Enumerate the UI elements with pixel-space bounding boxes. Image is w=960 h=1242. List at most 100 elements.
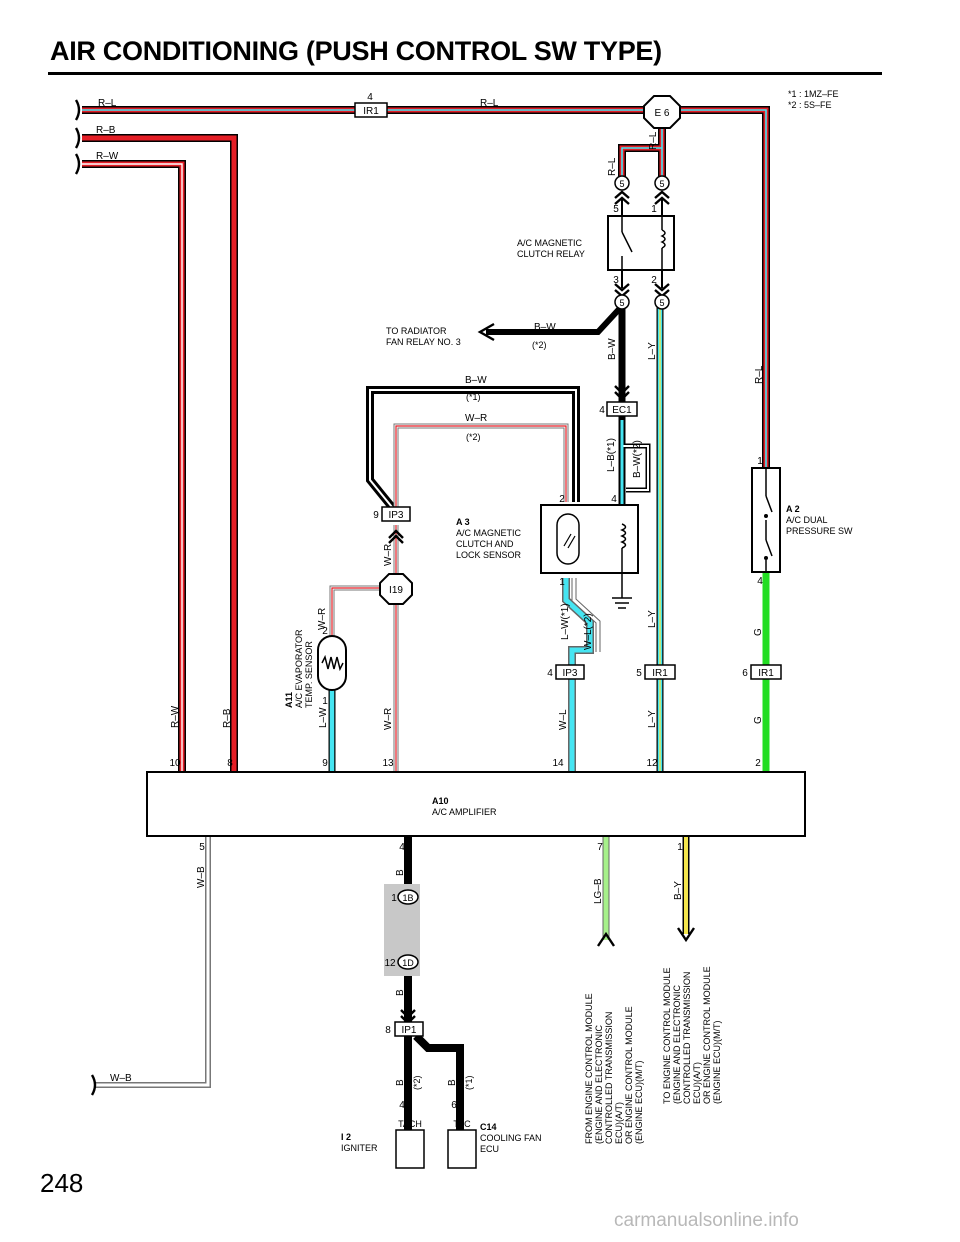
svg-text:IR1: IR1 xyxy=(363,106,379,117)
wire-r-w xyxy=(82,160,186,775)
svg-text:G: G xyxy=(753,628,764,636)
radiator-label: TO RADIATOR FAN RELAY NO. 3 xyxy=(386,326,461,347)
connector-ir1-top[interactable]: IR1 4 xyxy=(354,92,388,118)
svg-text:12: 12 xyxy=(384,958,396,969)
wire-b-w-loop xyxy=(366,386,580,515)
connector-ir1-ly[interactable]: IR1 5 xyxy=(636,664,676,680)
svg-text:TO ENGINE CONTROL MODULE: TO ENGINE CONTROL MODULE xyxy=(662,967,672,1104)
svg-text:IP1: IP1 xyxy=(401,1025,416,1036)
svg-text:B–W: B–W xyxy=(465,375,487,386)
svg-text:4: 4 xyxy=(757,576,763,587)
svg-text:W–R: W–R xyxy=(383,544,394,566)
connector-1b[interactable]: 1B 1 xyxy=(391,889,419,905)
svg-text:A/C MAGNETIC: A/C MAGNETIC xyxy=(517,238,583,248)
svg-text:ECU)(A/T): ECU)(A/T) xyxy=(614,1102,624,1144)
svg-text:PRESSURE SW: PRESSURE SW xyxy=(786,526,853,536)
svg-text:R–B: R–B xyxy=(222,708,233,728)
connector-ir1-g[interactable]: IR1 6 xyxy=(742,664,782,680)
svg-text:(*1): (*1) xyxy=(466,392,481,402)
svg-text:5: 5 xyxy=(636,668,642,679)
svg-text:B: B xyxy=(395,989,406,996)
svg-text:CLUTCH AND: CLUTCH AND xyxy=(456,539,514,549)
page-number: 248 xyxy=(40,1168,84,1198)
connector-1d[interactable]: 1D 12 xyxy=(384,954,419,970)
svg-text:OR ENGINE CONTROL MODULE: OR ENGINE CONTROL MODULE xyxy=(624,1006,634,1144)
svg-text:B–Y: B–Y xyxy=(673,881,684,900)
svg-text:1: 1 xyxy=(757,456,763,467)
wire-break-marks xyxy=(74,99,97,1096)
ac-amplifier-box[interactable] xyxy=(146,771,806,837)
connector-ip1[interactable]: IP1 8 xyxy=(385,1021,424,1037)
svg-text:4: 4 xyxy=(399,842,405,853)
svg-text:E 6: E 6 xyxy=(654,108,669,119)
svg-text:B: B xyxy=(395,1079,406,1086)
svg-text:1: 1 xyxy=(322,696,328,707)
svg-text:4: 4 xyxy=(399,1100,405,1111)
notes: *1 : 1MZ–FE *2 : 5S–FE xyxy=(788,89,839,110)
dual-pressure-switch[interactable] xyxy=(751,467,781,573)
svg-text:1: 1 xyxy=(651,204,657,215)
chevrons xyxy=(388,190,695,1025)
svg-text:1: 1 xyxy=(677,842,683,853)
svg-text:A 3: A 3 xyxy=(456,517,470,527)
svg-text:TO RADIATOR: TO RADIATOR xyxy=(386,326,447,336)
wire-b-w-main xyxy=(618,306,651,506)
svg-text:IGNITER: IGNITER xyxy=(341,1143,378,1153)
svg-text:I19: I19 xyxy=(389,585,403,596)
svg-text:5: 5 xyxy=(619,298,624,308)
svg-text:IR1: IR1 xyxy=(652,668,668,679)
svg-text:(ENGINE ECU)(M/T): (ENGINE ECU)(M/T) xyxy=(634,1061,644,1145)
watermark: carmanualsonline.info xyxy=(614,1210,799,1231)
svg-text:(ENGINE AND ELECTRONIC: (ENGINE AND ELECTRONIC xyxy=(594,1024,604,1144)
svg-text:IR1: IR1 xyxy=(758,668,774,679)
svg-text:5: 5 xyxy=(659,298,664,308)
svg-text:B: B xyxy=(447,1079,458,1086)
tach-pin-label: TACH xyxy=(398,1119,422,1129)
wire-b-w-radiator xyxy=(486,303,625,335)
cooling-fan-ecu-box[interactable] xyxy=(447,1129,477,1169)
svg-text:1B: 1B xyxy=(402,893,413,903)
svg-text:IP3: IP3 xyxy=(562,668,577,679)
svg-text:TEMP. SENSOR: TEMP. SENSOR xyxy=(304,641,314,708)
title-rule xyxy=(48,72,882,75)
svg-text:1D: 1D xyxy=(402,958,414,968)
svg-text:IP3: IP3 xyxy=(388,510,403,521)
relay-label: A/C MAGNETIC CLUTCH RELAY xyxy=(517,238,585,259)
svg-text:L–Y: L–Y xyxy=(647,342,658,360)
svg-text:*1 : 1MZ–FE: *1 : 1MZ–FE xyxy=(788,89,839,99)
igniter-box[interactable] xyxy=(395,1129,425,1169)
svg-text:1: 1 xyxy=(391,893,397,904)
svg-text:C14: C14 xyxy=(480,1122,497,1132)
svg-text:(*2): (*2) xyxy=(412,1075,422,1090)
svg-text:R–L: R–L xyxy=(607,157,618,176)
svg-text:B–W: B–W xyxy=(534,322,556,333)
svg-text:OR ENGINE CONTROL MODULE: OR ENGINE CONTROL MODULE xyxy=(702,966,712,1104)
svg-text:4: 4 xyxy=(367,92,373,103)
svg-text:L–W: L–W xyxy=(318,707,329,728)
svg-text:A/C AMPLIFIER: A/C AMPLIFIER xyxy=(432,807,497,817)
svg-text:A/C DUAL: A/C DUAL xyxy=(786,515,828,525)
junction-i19[interactable]: I19 xyxy=(379,573,413,605)
junction-e6[interactable]: E 6 xyxy=(643,95,681,129)
relay-terminals[interactable]: 5 5 5 5 xyxy=(614,175,670,310)
igniter-label: I 2 IGNITER xyxy=(341,1132,378,1153)
svg-text:LOCK SENSOR: LOCK SENSOR xyxy=(456,550,522,560)
svg-text:(*1): (*1) xyxy=(464,1075,474,1090)
pin-numbers: 5 1 3 2 2 4 1 1 4 1 2 10 8 9 13 14 12 2 … xyxy=(169,204,763,1111)
evaporator-temp-sensor[interactable] xyxy=(317,635,347,691)
lock-sensor-box[interactable] xyxy=(540,504,639,598)
svg-text:FAN RELAY NO. 3: FAN RELAY NO. 3 xyxy=(386,337,461,347)
svg-text:G: G xyxy=(753,716,764,724)
svg-text:(*2): (*2) xyxy=(532,340,547,350)
svg-text:R–B: R–B xyxy=(96,125,116,136)
svg-text:A10: A10 xyxy=(432,796,449,806)
wire-labels: R–L R–B R–W R–L W–B B–W (*2) B–W (*1) W–… xyxy=(96,98,556,1084)
connector-ip3-upper[interactable]: IP3 9 xyxy=(373,506,411,522)
svg-text:W–B: W–B xyxy=(196,866,207,888)
connector-ec1[interactable]: EC1 4 xyxy=(599,401,638,417)
svg-text:14: 14 xyxy=(552,758,564,769)
svg-text:CONTROLLED TRANSMISSION: CONTROLLED TRANSMISSION xyxy=(604,1012,614,1144)
svg-text:B–W: B–W xyxy=(607,338,618,360)
relay-box[interactable] xyxy=(607,198,675,288)
connector-ip3-lower[interactable]: IP3 4 xyxy=(547,664,585,680)
